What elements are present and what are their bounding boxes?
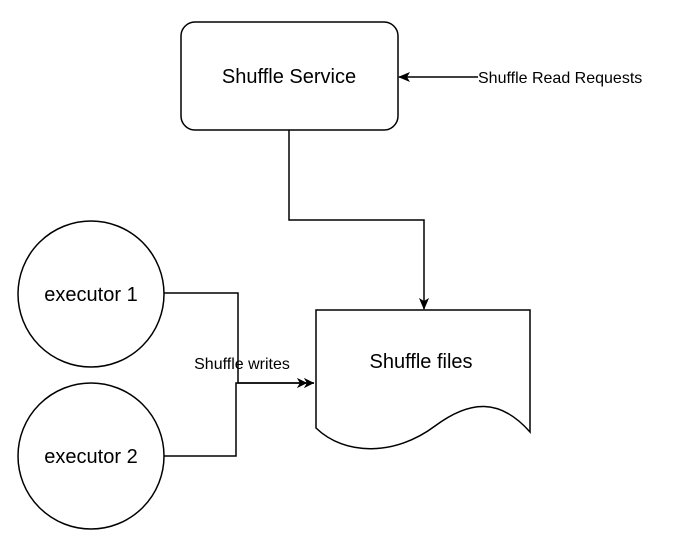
shuffle-service-label: Shuffle Service xyxy=(222,66,356,88)
shuffle-writes-edges: Shuffle writes xyxy=(164,292,314,457)
executor-1-label: executor 1 xyxy=(44,284,137,306)
shuffle-service-node[interactable]: Shuffle Service xyxy=(180,21,399,131)
shuffle-files-node[interactable]: Shuffle files xyxy=(315,309,531,450)
read-requests-label: Shuffle Read Requests xyxy=(478,70,642,87)
executor-1-node[interactable]: executor 1 xyxy=(17,220,165,368)
shuffle-files-label: Shuffle files xyxy=(369,351,472,373)
executor-1-circle xyxy=(17,220,165,368)
executor-2-write-edge xyxy=(164,378,314,457)
executor-2-label: executor 2 xyxy=(44,446,137,468)
executor-2-node[interactable]: executor 2 xyxy=(17,382,165,530)
shuffle-writes-label: Shuffle writes xyxy=(194,356,290,373)
shuffle-files-document xyxy=(315,309,531,450)
service-to-files-edge xyxy=(288,130,429,310)
read-requests-edge: Shuffle Read Requests xyxy=(398,70,642,87)
